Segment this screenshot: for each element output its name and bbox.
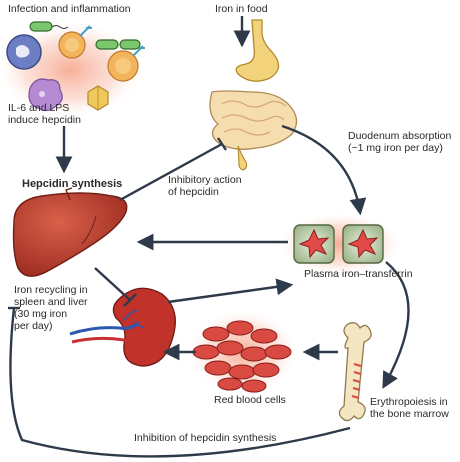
recycling-label-line2: spleen and liver — [14, 296, 88, 308]
transferrin-illustration — [276, 212, 404, 276]
infection-label: Infection and inflammation — [8, 3, 131, 15]
bone-illustration — [338, 322, 372, 422]
inhibitory-label-line1: Inhibitory action — [168, 174, 242, 186]
plasma-label: Plasma iron–transferrin — [304, 268, 413, 280]
erythro-label-line2: the bone marrow — [370, 408, 449, 420]
iron-food-label: Iron in food — [215, 3, 268, 15]
inhibition-label: Inhibition of hepcidin synthesis — [134, 432, 277, 444]
infection-cells-illustration — [0, 20, 145, 120]
liver-illustration — [12, 187, 128, 277]
hepcidin-synthesis-label: Hepcidin synthesis — [22, 178, 123, 190]
erythro-label-line1: Erythropoiesis in — [370, 396, 448, 408]
rbc-label: Red blood cells — [214, 394, 286, 406]
pathway-arrows — [8, 16, 410, 458]
recycling-label-line3: (30 mg iron — [14, 308, 68, 320]
spleen-illustration — [69, 287, 176, 367]
recycling-label-line1: Iron recycling in — [14, 284, 88, 296]
recycling-label-line4: per day) — [14, 320, 53, 332]
il6-label-line1: IL-6 and LPS — [8, 102, 70, 114]
duodenum-label-line2: (~1 mg iron per day) — [348, 142, 443, 154]
il6-label-line2: induce hepcidin — [8, 114, 81, 126]
digestive-tract-illustration — [209, 19, 298, 171]
inhibitory-label-line2: of hepcidin — [168, 186, 219, 198]
red-blood-cells-illustration — [187, 308, 299, 396]
duodenum-label-line1: Duodenum absorption — [348, 130, 452, 142]
